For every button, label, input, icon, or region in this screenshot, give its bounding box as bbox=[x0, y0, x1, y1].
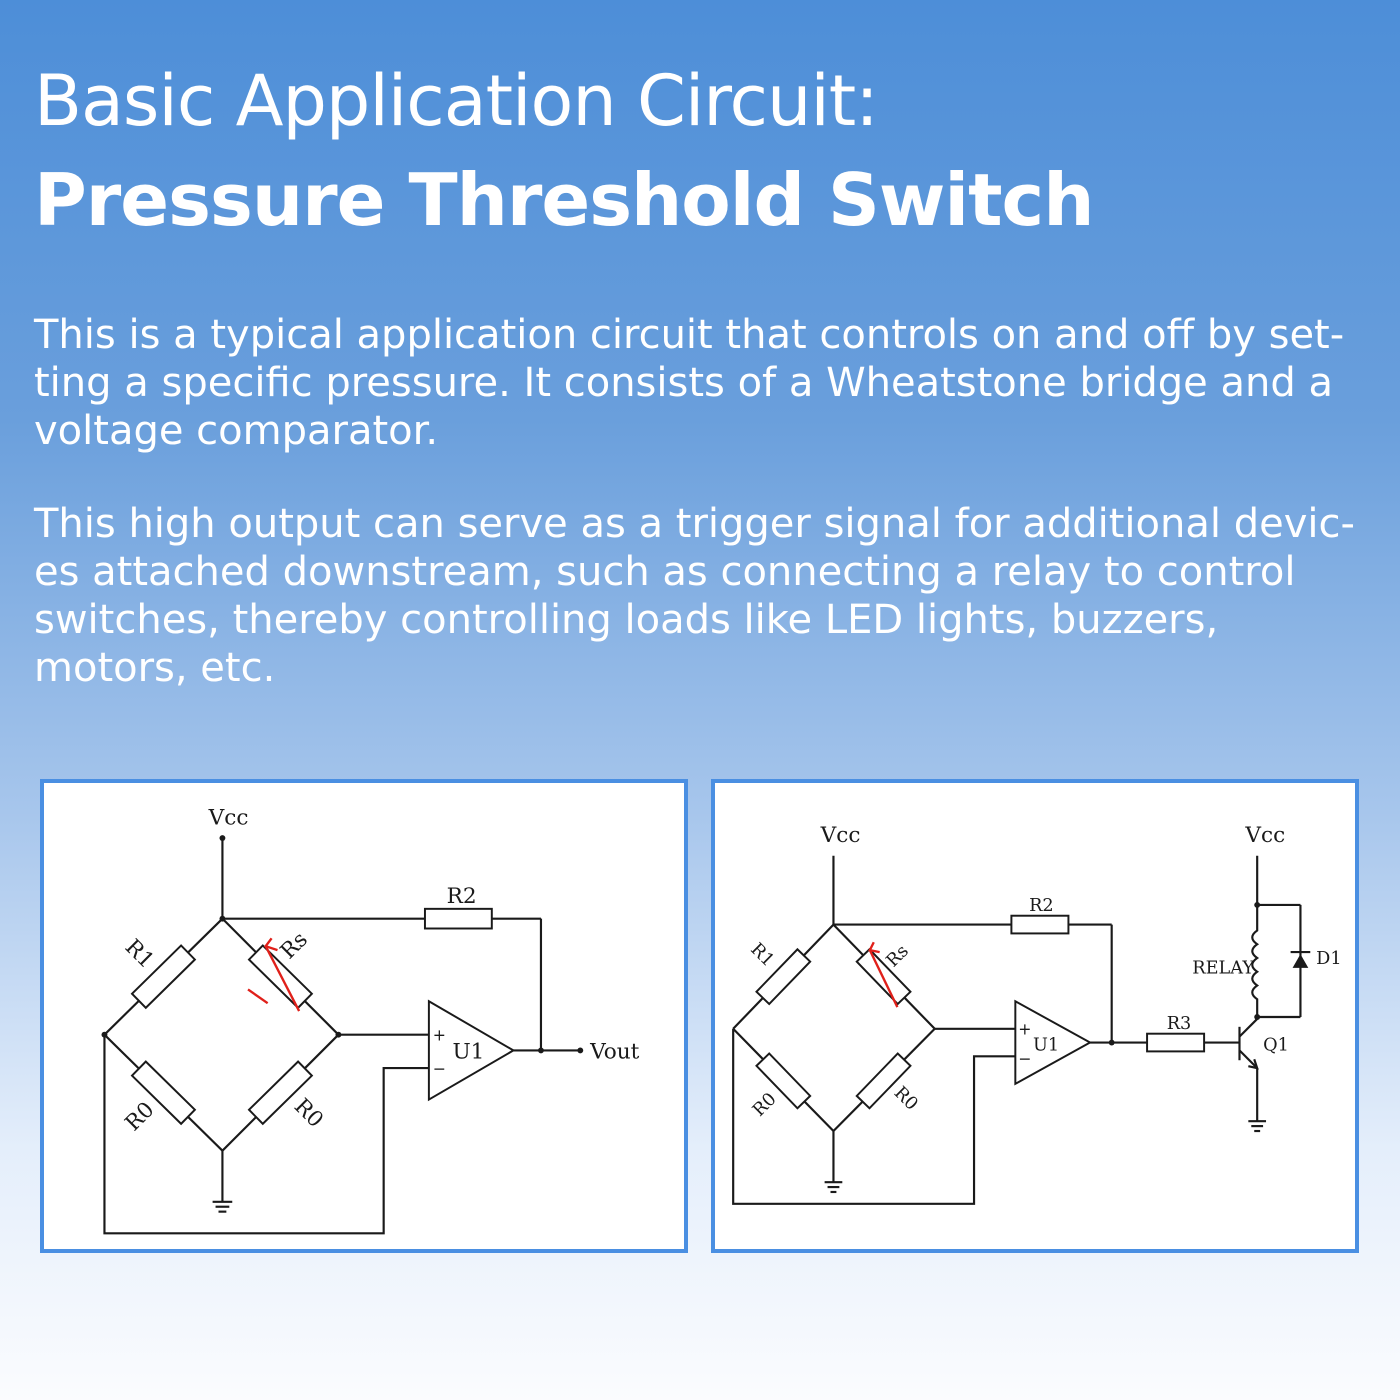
resistor-r1 bbox=[755, 947, 812, 1006]
resistor-r2 bbox=[423, 907, 493, 930]
output-node bbox=[538, 1047, 544, 1054]
circuit-basic-schematic: Vcc R1 Rs R0 R0 R2 bbox=[101, 805, 640, 1235]
sensor-arrow-head bbox=[868, 941, 880, 954]
transistor-emitter bbox=[1238, 1049, 1258, 1069]
description-paragraph-1: This is a typical application circuit th… bbox=[34, 312, 1345, 454]
resistor-r0-right bbox=[855, 1052, 912, 1110]
resistor-r0-right bbox=[247, 1060, 314, 1126]
r0-left-label: R0 bbox=[749, 1089, 781, 1121]
q1-label: Q1 bbox=[1263, 1035, 1289, 1055]
resistor-r0-left bbox=[755, 1052, 812, 1110]
comparator-u1 bbox=[1014, 999, 1093, 1086]
resistor-r1 bbox=[130, 944, 197, 1010]
d1-label: D1 bbox=[1316, 949, 1341, 969]
minus-input-wire bbox=[103, 1034, 429, 1235]
u1-label: U1 bbox=[1033, 1035, 1059, 1055]
vout-label: Vout bbox=[589, 1039, 640, 1064]
relay-bottom-node bbox=[1254, 1014, 1261, 1020]
title-line-1: Basic Application Circuit: bbox=[34, 60, 879, 142]
rs-label: Rs bbox=[276, 927, 313, 964]
transistor-collector bbox=[1238, 1018, 1258, 1038]
u1-label: U1 bbox=[452, 1039, 484, 1064]
r3-label: R3 bbox=[1167, 1014, 1192, 1034]
r2-label: R2 bbox=[1029, 896, 1054, 916]
resistor-r0-left bbox=[130, 1060, 197, 1126]
vcc-label: Vcc bbox=[820, 823, 861, 848]
sensor-arrow-head bbox=[263, 937, 278, 952]
r0-left-label: R0 bbox=[121, 1097, 160, 1136]
r1-label: R1 bbox=[746, 940, 778, 972]
output-node bbox=[1108, 1039, 1115, 1046]
sensor-variable-arrow bbox=[868, 949, 899, 1008]
r0-right-label: R0 bbox=[890, 1083, 922, 1115]
comparator-minus: − bbox=[433, 1059, 446, 1078]
relay-label: RELAY bbox=[1192, 959, 1254, 979]
diode-d1 bbox=[1292, 954, 1309, 968]
vcc-label: Vcc bbox=[208, 805, 249, 830]
circuit-diagram-basic: Vcc R1 Rs R0 R0 R2 bbox=[40, 779, 688, 1253]
resistor-r2 bbox=[1010, 914, 1070, 935]
relay-coil bbox=[1251, 904, 1260, 1017]
sensor-variable-arrow bbox=[264, 945, 301, 1012]
comparator-plus: + bbox=[1018, 1020, 1031, 1039]
comparator-plus: + bbox=[433, 1026, 446, 1045]
comparator-minus: − bbox=[1018, 1049, 1031, 1068]
vout-terminal bbox=[577, 1047, 584, 1054]
circuit-relay-schematic: Vcc R1 Rs R0 R0 R2 + − U1 bbox=[732, 823, 1342, 1205]
r1-label: R1 bbox=[120, 935, 159, 974]
r0-right-label: R0 bbox=[289, 1094, 328, 1133]
title-line-2: Pressure Threshold Switch bbox=[34, 158, 1094, 242]
sensor-mark bbox=[247, 988, 269, 1005]
description-paragraph-2: This high output can serve as a trigger … bbox=[34, 501, 1355, 691]
vcc2-label: Vcc bbox=[1244, 823, 1285, 848]
comparator-u1 bbox=[427, 999, 516, 1102]
vcc-terminal bbox=[219, 835, 226, 842]
r2-label: R2 bbox=[447, 884, 477, 909]
minus-input-wire bbox=[732, 1028, 1016, 1205]
resistor-r3 bbox=[1146, 1032, 1206, 1053]
emitter-arrow bbox=[1248, 1058, 1259, 1070]
circuit-diagram-relay: Vcc R1 Rs R0 R0 R2 + − U1 bbox=[711, 779, 1359, 1253]
